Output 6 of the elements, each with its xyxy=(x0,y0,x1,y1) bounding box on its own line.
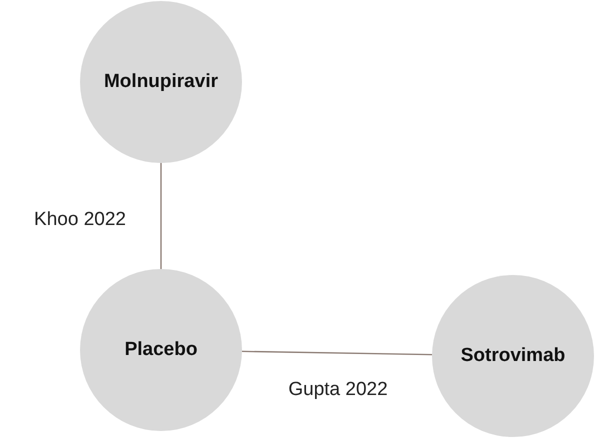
node-label: Placebo xyxy=(124,339,198,361)
edge-label: Gupta 2022 xyxy=(288,379,388,401)
connector-line xyxy=(160,163,162,269)
node-label: Sotrovimab xyxy=(460,345,566,367)
node-label: Molnupiravir xyxy=(104,71,218,93)
connector-line xyxy=(242,350,432,356)
